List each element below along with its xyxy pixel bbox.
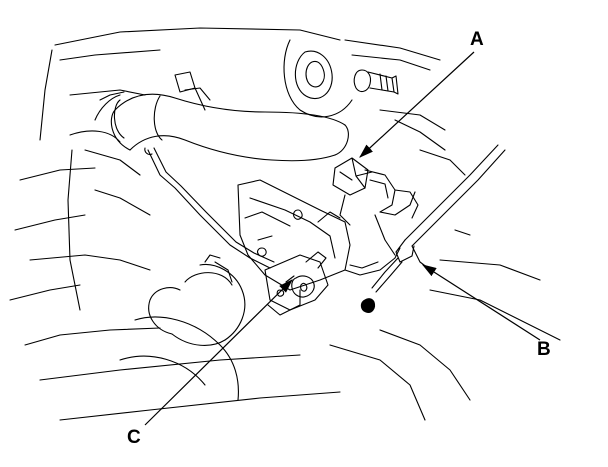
throttle-cable <box>371 144 506 293</box>
callout-label-b: B <box>537 339 551 360</box>
engine-boss-casting <box>283 39 446 131</box>
leader-line-c <box>144 279 293 426</box>
sensor-bracket <box>237 179 401 316</box>
manifold-lines <box>329 119 561 421</box>
mounting-bolt <box>353 69 399 95</box>
callout-label-a: A <box>470 29 484 50</box>
bracket-rod <box>144 147 275 269</box>
callout-label-c: C <box>127 427 141 448</box>
engine-background-outline <box>9 27 341 421</box>
sensor-connector <box>332 157 419 256</box>
cable-end-nut <box>360 298 376 313</box>
leader-line-a <box>359 51 475 158</box>
leader-line-b <box>421 264 541 341</box>
coolant-hose <box>94 71 349 162</box>
intake-hose <box>119 254 246 401</box>
